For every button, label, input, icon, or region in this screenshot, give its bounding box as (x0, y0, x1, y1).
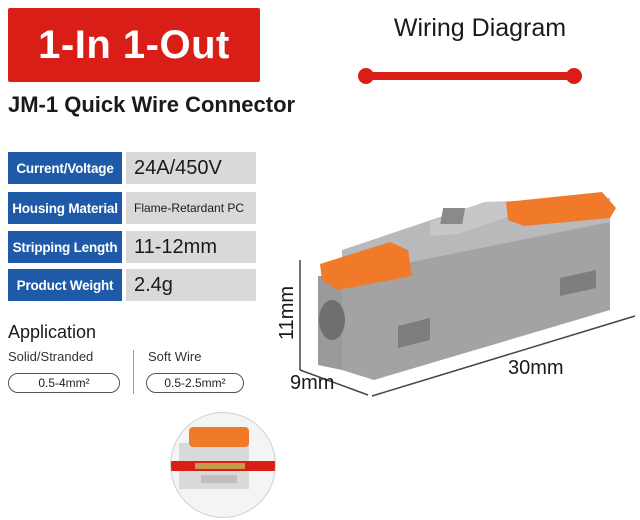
spec-label: Housing Material (8, 192, 122, 224)
wire-entry-hole (319, 300, 345, 340)
wiring-diagram-title: Wiring Diagram (393, 14, 567, 42)
width-dimension-label: 9mm (290, 372, 335, 394)
application-title: Application (8, 322, 97, 342)
banner-text: 1-In 1-Out (38, 22, 230, 67)
lever-right (506, 192, 616, 226)
side-window-right (560, 270, 596, 296)
width-dimension-line (299, 369, 369, 396)
spec-value: 2.4g (126, 269, 256, 301)
wire-inset-illustration (170, 412, 276, 518)
lever-left (320, 242, 412, 290)
spec-row-weight: Product Weight 2.4g (8, 269, 256, 301)
connector-illustration (299, 192, 636, 397)
spec-value: Flame-Retardant PC (126, 192, 256, 224)
spec-row-housing: Housing Material Flame-Retardant PC (8, 192, 256, 224)
spec-row-current: Current/Voltage 24A/450V (8, 152, 256, 184)
spec-label: Product Weight (8, 269, 122, 301)
spec-row-stripping: Stripping Length 11-12mm (8, 231, 256, 263)
product-title: JM-1 Quick Wire Connector (8, 92, 296, 117)
soft-wire-label: Soft Wire (148, 349, 202, 364)
spec-value: 24A/450V (126, 152, 256, 184)
underline-right-dot (566, 68, 582, 84)
title-banner: 1-In 1-Out (8, 8, 260, 82)
spec-label: Stripping Length (8, 231, 122, 263)
application-divider (133, 350, 134, 394)
length-dimension-label: 30mm (508, 357, 564, 379)
housing-center-block (430, 202, 510, 236)
housing-center-window (440, 208, 466, 224)
solid-stranded-label: Solid/Stranded (8, 349, 94, 364)
spec-label: Current/Voltage (8, 152, 122, 184)
solid-range-pill: 0.5-4mm² (8, 373, 120, 393)
wiring-diagram-underline (366, 72, 574, 80)
length-dimension-line (371, 315, 636, 397)
soft-range-pill: 0.5-2.5mm² (146, 373, 244, 393)
height-dimension-label: 11mm (276, 285, 298, 340)
side-window-left (398, 318, 430, 348)
spec-value: 11-12mm (126, 231, 256, 263)
underline-left-dot (358, 68, 374, 84)
